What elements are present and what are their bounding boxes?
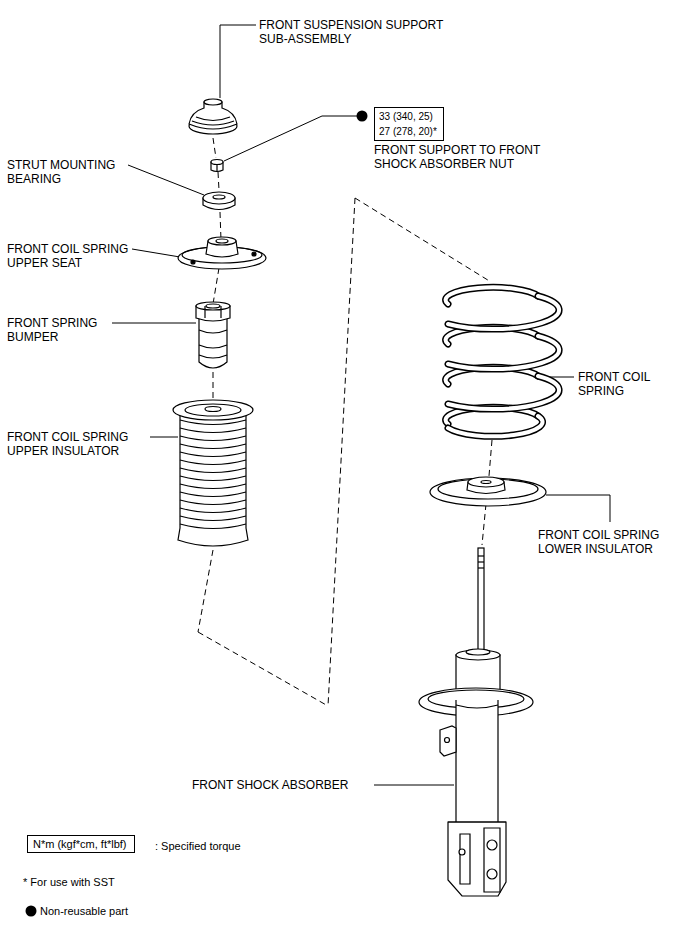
part-label: FRONT SPRING BUMPER <box>7 316 119 344</box>
part-label: FRONT SHOCK ABSORBER <box>192 778 392 792</box>
box-text: 33 (340, 25) <box>379 109 439 124</box>
part-label: FRONT COIL SPRING LOWER INSULATOR <box>538 528 684 556</box>
part-label: FRONT SUSPENSION SUPPORT SUB-ASSEMBLY <box>259 18 464 46</box>
box-text: 27 (278, 20)* <box>379 124 439 139</box>
part-label: FRONT COIL SPRING UPPER SEAT <box>7 242 145 270</box>
part-label: FRONT SUPPORT TO FRONT SHOCK ABSORBER NU… <box>374 143 569 171</box>
part-label: STRUT MOUNTING BEARING <box>7 158 129 186</box>
legend-text: : Specified torque <box>155 839 241 853</box>
part-label: FRONT COIL SPRING <box>578 370 678 398</box>
part-label: FRONT COIL SPRING UPPER INSULATOR <box>7 430 149 458</box>
torque-box: 33 (340, 25)27 (278, 20)* <box>374 107 444 141</box>
legend-text: Non-reusable part <box>40 904 128 918</box>
legend-text: * For use with SST <box>23 875 115 889</box>
box-text: N*m (kgf*cm, ft*lbf) <box>33 837 129 851</box>
legend-torque-box: N*m (kgf*cm, ft*lbf) <box>27 835 135 853</box>
